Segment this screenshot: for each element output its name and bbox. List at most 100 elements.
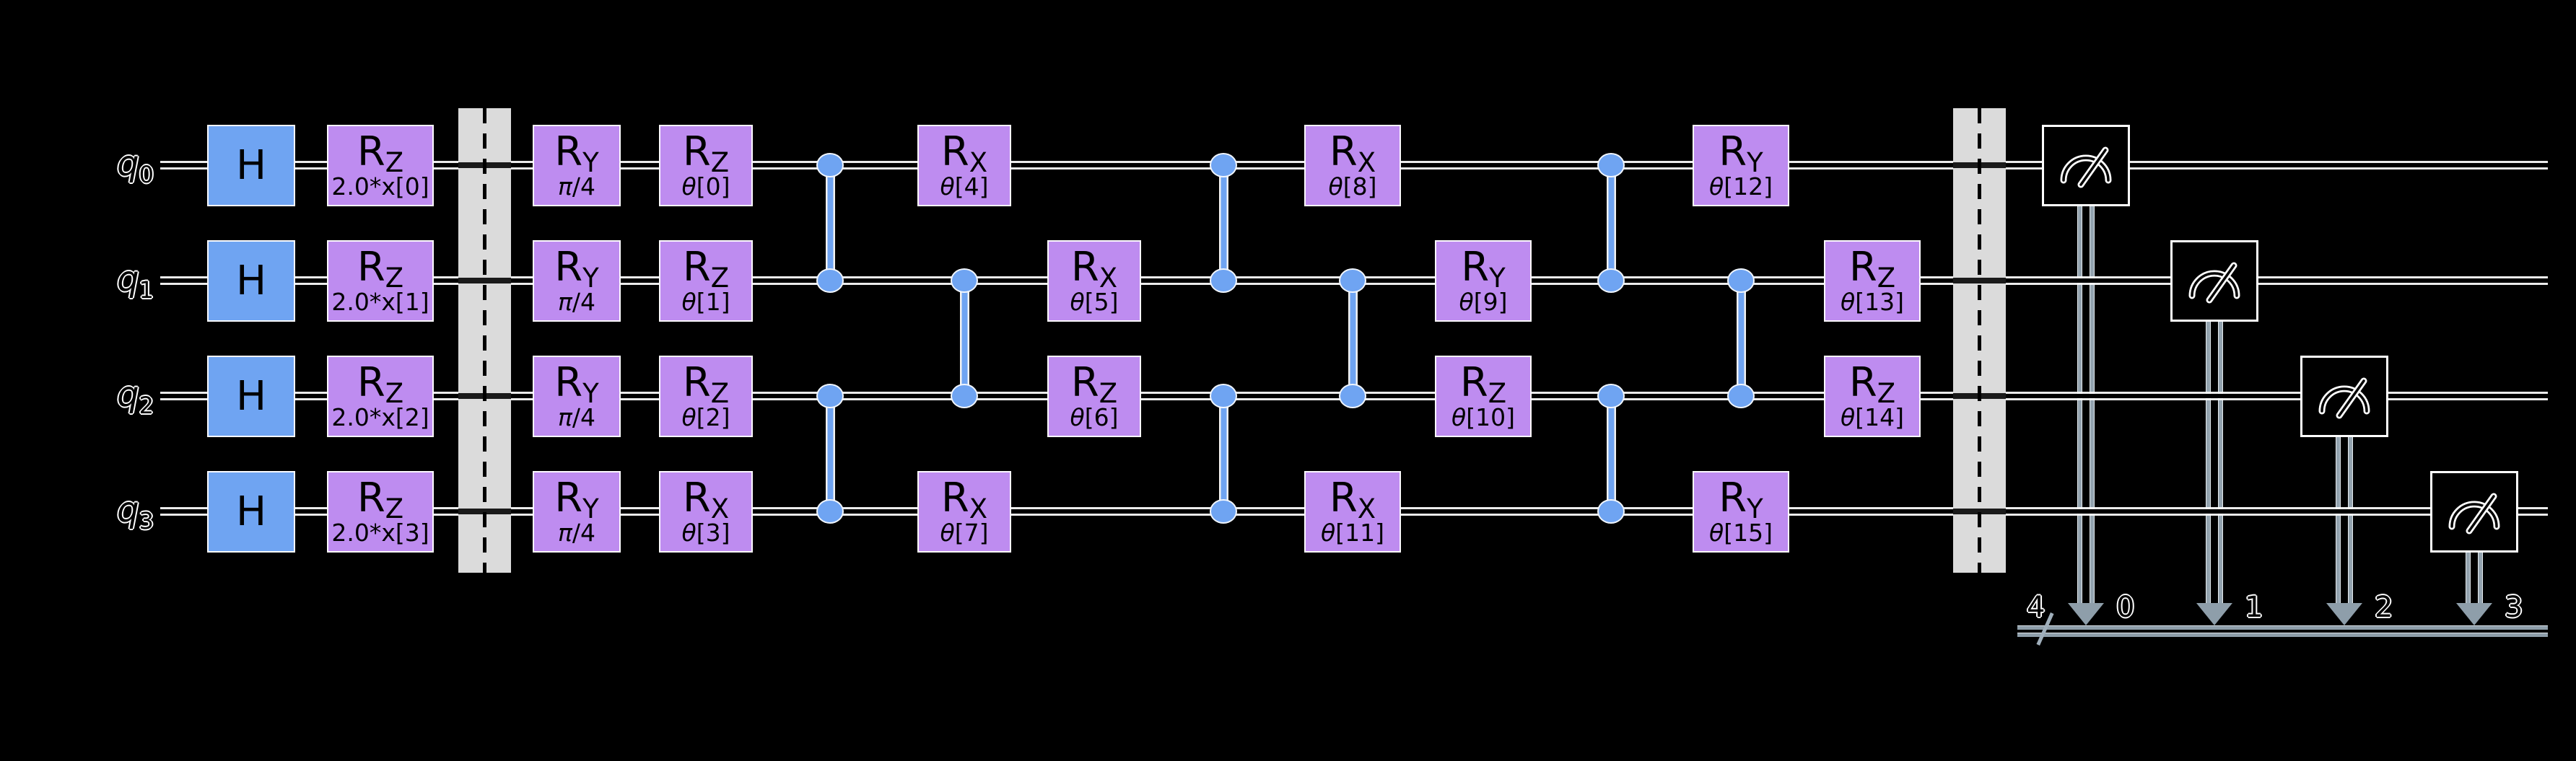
cz-connector-line: [1606, 165, 1616, 281]
gate-parameter: 2.0*x[0]: [331, 172, 429, 201]
gate-label: RX: [940, 128, 988, 178]
gate-label: RZ: [682, 358, 730, 409]
cz-control-dot: [1597, 268, 1625, 293]
gate-h-q3: H: [207, 471, 295, 553]
gate-parameter: π/4: [558, 403, 595, 431]
meter-icon: [2448, 493, 2500, 534]
meter-icon: [2060, 146, 2112, 188]
classical-stem-line: [2466, 553, 2471, 606]
cz-connector-line: [825, 165, 835, 281]
gate-label: RZ: [357, 358, 404, 409]
gate-label: RZ: [357, 474, 404, 524]
gate-parameter: θ[13]: [1841, 287, 1904, 316]
gate-label: RZ: [682, 243, 730, 294]
gate-parameter: θ[12]: [1709, 172, 1773, 201]
classical-bit-label-3: 3: [2505, 591, 2523, 624]
qubit-label-q3: q3: [64, 493, 154, 532]
cz-connector-line: [1348, 281, 1358, 396]
gate-parameter: θ[0]: [681, 172, 730, 201]
gate-label: RZ: [1459, 358, 1507, 409]
qubit-label-index: 2: [139, 392, 154, 419]
gate-label: RX: [1329, 128, 1376, 178]
gate-label: RY: [554, 128, 599, 178]
cz-connector-line: [825, 396, 835, 511]
measure-gate-q0: [2042, 125, 2130, 206]
gate-parameter: θ[14]: [1841, 403, 1904, 431]
cz-control-dot: [1210, 268, 1237, 293]
cz-control-dot: [1597, 153, 1625, 177]
gate-parameter: π/4: [558, 287, 595, 316]
classical-stem-line: [2336, 437, 2341, 606]
classical-arrow-down-icon: [2326, 603, 2362, 625]
gate-label: RY: [1461, 243, 1506, 294]
gate-label: H: [235, 257, 267, 304]
cz-control-dot: [1210, 384, 1237, 408]
gate-parameter: θ[2]: [681, 403, 730, 431]
cz-control-dot: [1339, 268, 1366, 293]
gate-parameter: θ[6]: [1070, 403, 1119, 431]
cz-connector-line: [1606, 396, 1616, 511]
barrier-1: [458, 108, 511, 573]
meter-icon: [2318, 377, 2370, 418]
cz-connector-line: [959, 281, 969, 396]
qubit-label-index: 1: [139, 276, 154, 304]
cz-connector-line: [1218, 396, 1228, 511]
classical-arrow-down-icon: [2068, 603, 2104, 625]
cz-control-dot: [951, 268, 978, 293]
cz-control-dot: [1210, 499, 1237, 524]
qubit-label-index: 3: [139, 507, 154, 535]
classical-bit-label-1: 1: [2245, 591, 2263, 624]
gate-label: RX: [1070, 243, 1118, 294]
cz-control-dot: [951, 384, 978, 408]
classical-stem-line: [2090, 206, 2095, 606]
gate-label: RY: [1719, 474, 1763, 524]
gate-label: RZ: [357, 128, 404, 178]
gate-parameter: 2.0*x[3]: [331, 518, 429, 547]
gate-label: RZ: [682, 128, 730, 178]
qubit-label-letter: q: [117, 374, 139, 415]
cz-control-dot: [1727, 268, 1755, 293]
gate-parameter: 2.0*x[1]: [331, 287, 429, 316]
gate-label: H: [235, 372, 267, 420]
cz-control-dot: [816, 268, 844, 293]
meter-icon: [2188, 262, 2240, 303]
cz-control-dot: [816, 499, 844, 524]
classical-register-wire: [2017, 633, 2548, 637]
gate-parameter: θ[7]: [940, 518, 989, 547]
gate-h-q1: H: [207, 240, 295, 322]
barrier-2: [1952, 108, 2006, 573]
classical-stem-line: [2348, 437, 2353, 606]
gate-parameter: θ[9]: [1459, 287, 1508, 316]
gate-parameter: θ[4]: [940, 172, 989, 201]
gate-parameter: θ[15]: [1709, 518, 1773, 547]
gate-label: H: [235, 141, 267, 189]
gate-label: RZ: [1848, 243, 1896, 294]
gate-label: RY: [1719, 128, 1763, 178]
classical-register-size-label: 4: [2027, 591, 2045, 624]
cz-connector-line: [1736, 281, 1746, 396]
gate-label: RX: [940, 474, 988, 524]
gate-parameter: 2.0*x[2]: [331, 403, 429, 431]
gate-parameter: θ[11]: [1321, 518, 1384, 547]
gate-parameter: π/4: [558, 172, 595, 201]
gate-label: RY: [554, 474, 599, 524]
qubit-label-letter: q: [117, 144, 139, 184]
cz-connector-line: [1218, 165, 1228, 281]
